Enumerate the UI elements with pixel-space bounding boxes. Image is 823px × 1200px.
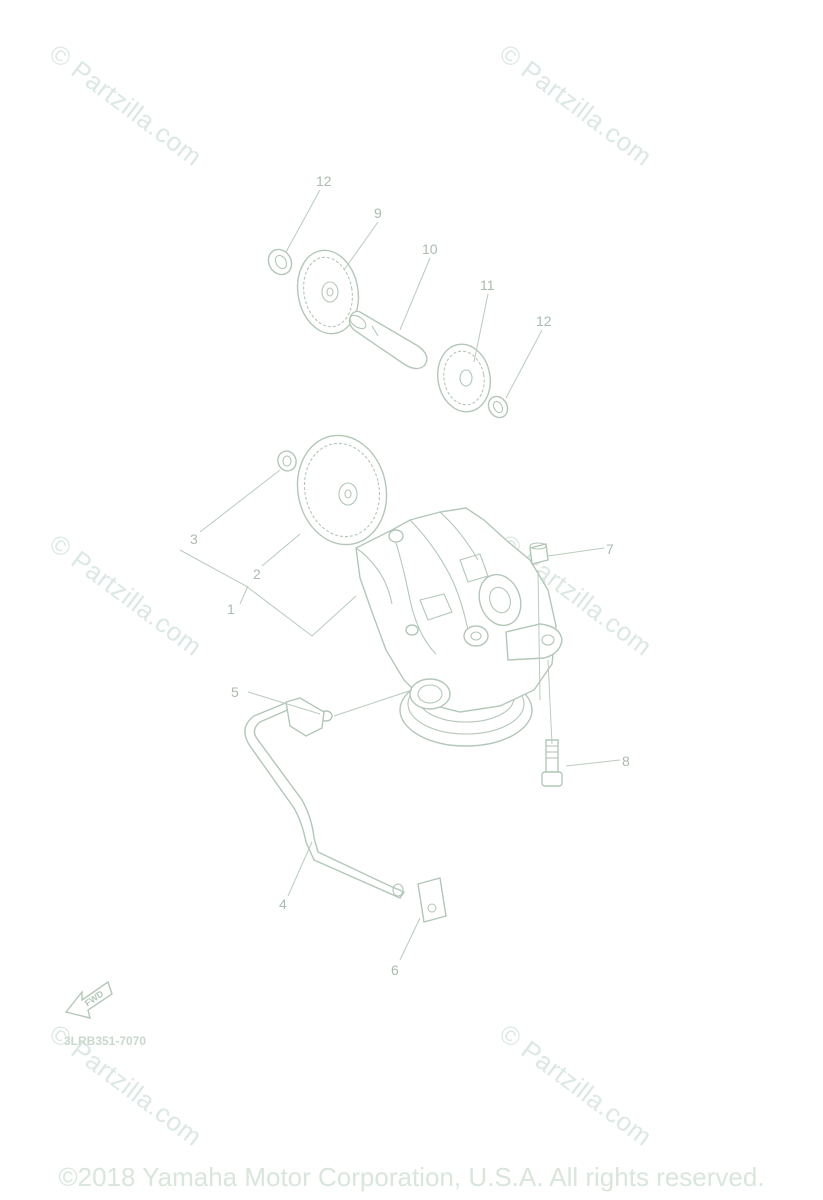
callout-3: 3 — [190, 531, 198, 547]
callout-2: 2 — [253, 566, 261, 582]
plug-7 — [529, 542, 549, 565]
callout-8: 8 — [622, 753, 630, 769]
gear-11 — [437, 343, 491, 413]
copyright-notice: ©2018 Yamaha Motor Corporation, U.S.A. A… — [58, 1162, 765, 1192]
callout-12-lower: 12 — [536, 313, 552, 329]
shaft-10 — [348, 310, 428, 370]
callout-10: 10 — [422, 241, 438, 257]
fwd-arrow-icon: FWD — [64, 980, 113, 1019]
callout-4: 4 — [279, 896, 287, 912]
circlip-12-top — [267, 248, 293, 276]
leader-lines — [179, 189, 621, 961]
pipe-4 — [244, 697, 406, 899]
bolt-8 — [541, 739, 563, 787]
gear-9 — [296, 249, 360, 335]
circlip-12-lower — [487, 395, 509, 419]
callout-6: 6 — [391, 962, 399, 978]
diagram-part-code: 3LRB351-7070 — [64, 1034, 147, 1048]
gear-2 — [296, 434, 388, 546]
callout-1: 1 — [227, 601, 235, 617]
clip-3 — [277, 450, 297, 472]
callout-9: 9 — [374, 205, 382, 221]
callout-12-top: 12 — [316, 173, 332, 189]
oil-pump-1 — [355, 507, 563, 747]
callout-7: 7 — [606, 541, 614, 557]
callout-5: 5 — [231, 684, 239, 700]
clamp-6 — [417, 877, 447, 923]
callout-11: 11 — [480, 277, 495, 293]
